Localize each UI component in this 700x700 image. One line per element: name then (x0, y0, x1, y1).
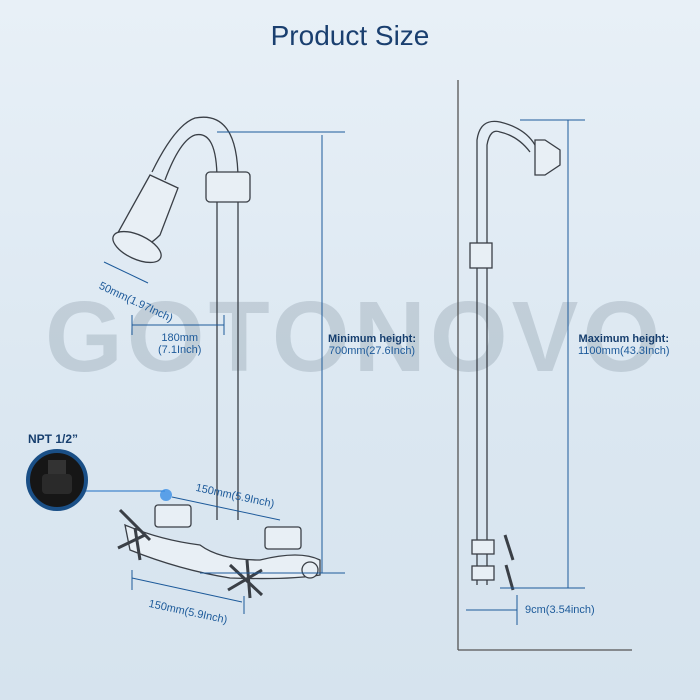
arm-reach-inch: (7.1Inch) (158, 344, 202, 356)
max-height-title: Maximum height: (578, 333, 669, 345)
arm-reach-label: 180mm (7.1Inch) (158, 332, 201, 356)
wall (457, 80, 632, 651)
right-dimension-lines (466, 119, 585, 625)
wall-offset-label: 9cm(3.54inch) (525, 604, 595, 616)
page-title: Product Size (270, 20, 430, 51)
arm-reach-mm: 180mm (161, 332, 199, 344)
min-height-value: 700mm(27.6Inch) (328, 345, 416, 357)
watermark: GOTONOVO (45, 281, 665, 393)
npt-fitting-nut (42, 474, 72, 494)
right-shower (469, 120, 561, 591)
max-height-label: Maximum height: 1100mm(43.3Inch) (578, 333, 670, 357)
left-shower (112, 116, 321, 599)
inlet-highlight-dot (160, 489, 172, 501)
npt-fitting-thread (48, 460, 66, 474)
min-height-title: Minimum height: (328, 333, 416, 345)
max-height-value: 1100mm(43.3Inch) (578, 345, 670, 357)
left-dimension-lines (80, 131, 345, 614)
min-height-label: Minimum height: 700mm(27.6Inch) (328, 333, 416, 357)
npt-label: NPT 1/2” (28, 432, 79, 446)
